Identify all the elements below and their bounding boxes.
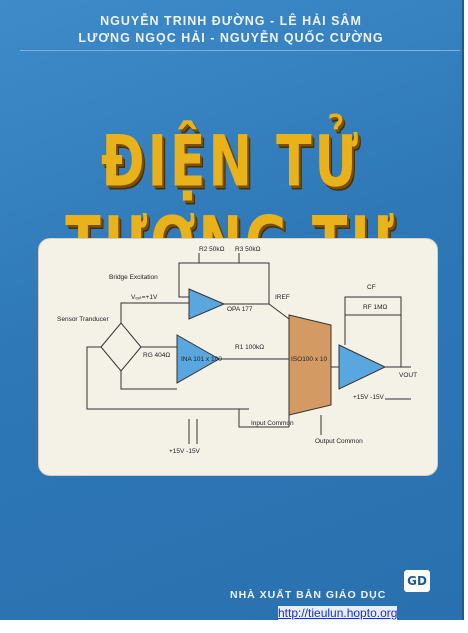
label-r3: R3 50kΩ (235, 246, 261, 253)
label-output-common: Output Common (315, 438, 363, 445)
label-opa: OPA 177 (227, 306, 253, 313)
label-iso: ISO100 x 10 (291, 356, 328, 363)
label-bridge-excitation: Bridge Excitation (109, 274, 158, 281)
label-iref: IREF (275, 294, 290, 301)
label-supply-left: +15V -15V (169, 448, 201, 455)
label-vref: Vₑₓₜ=+1V (131, 294, 158, 301)
label-rg: RG 404Ω (143, 352, 170, 359)
label-supply-right: +15V -15V (353, 394, 385, 401)
label-ina: INA 101 x 100 (181, 356, 222, 363)
authors-line-2: LƯƠNG NGỌC HẢI - NGUYỄN QUỐC CƯỜNG (78, 31, 384, 45)
publisher-name: NHÀ XUẤT BẢN GIÁO DỤC (230, 589, 387, 601)
label-cf: CF (367, 284, 376, 291)
label-r2: R2 50kΩ (199, 246, 225, 253)
divider (20, 50, 460, 51)
label-vout: VOUT (399, 372, 417, 379)
publisher-logo: GD (404, 570, 430, 592)
book-cover: NGUYỄN TRINH ĐƯỜNG - LÊ HẢI SÂM LƯƠNG NG… (0, 0, 464, 620)
label-rf: RF 1MΩ (363, 304, 388, 311)
circuit-diagram: Bridge Excitation Vₑₓₜ=+1V Sensor Trandu… (57, 246, 417, 455)
label-sensor: Sensor Tranducer (57, 316, 110, 323)
label-r1: R1 100kΩ (235, 344, 264, 351)
circuit-panel: Bridge Excitation Vₑₓₜ=+1V Sensor Trandu… (38, 238, 438, 476)
label-input-common: Input Common (251, 420, 294, 427)
source-url-link[interactable]: http://tieulun.hopto.org (278, 606, 398, 620)
authors-line-1: NGUYỄN TRINH ĐƯỜNG - LÊ HẢI SÂM (100, 14, 362, 28)
